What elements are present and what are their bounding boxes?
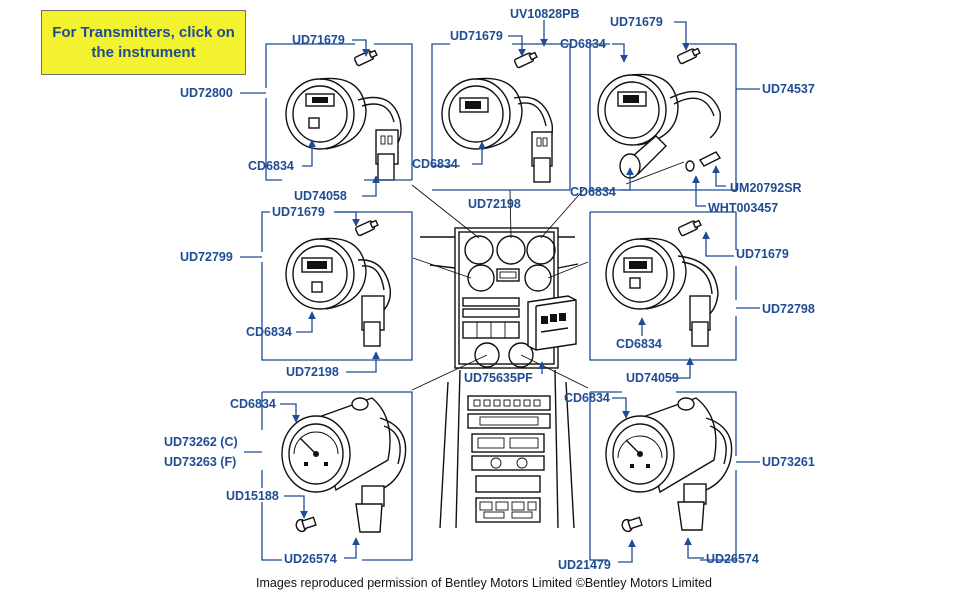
gauge-ud72800[interactable] — [285, 77, 402, 181]
bulb-holder-icon — [677, 219, 702, 237]
center-console-drawing — [420, 227, 579, 529]
part-label-wht003457[interactable]: WHT003457 — [708, 201, 778, 215]
part-label-ud21479[interactable]: UD21479 — [558, 558, 611, 572]
part-label-cd6834[interactable]: CD6834 — [616, 337, 662, 351]
part-label-ud72198[interactable]: UD72198 — [286, 365, 339, 379]
label-arrows — [280, 20, 734, 563]
part-label-cd6834[interactable]: CD6834 — [560, 37, 606, 51]
part-label-ud74059[interactable]: UD74059 — [626, 371, 679, 385]
gauge-ud72799[interactable] — [285, 237, 392, 347]
part-label-ud73262[interactable]: UD73262 (C) — [164, 435, 238, 449]
gauge-ud72798[interactable] — [605, 237, 719, 347]
bulb-icon — [295, 516, 317, 533]
part-label-ud73261[interactable]: UD73261 — [762, 455, 815, 469]
part-label-cd6834[interactable]: CD6834 — [570, 185, 616, 199]
part-label-ud71679[interactable]: UD71679 — [450, 29, 503, 43]
part-label-cd6834[interactable]: CD6834 — [246, 325, 292, 339]
part-label-ud72798[interactable]: UD72798 — [762, 302, 815, 316]
part-label-cd6834[interactable]: CD6834 — [564, 391, 610, 405]
part-label-ud26574[interactable]: UD26574 — [706, 552, 759, 566]
gauge-ud74537[interactable] — [597, 73, 721, 179]
gauge-ud73261[interactable] — [605, 397, 733, 531]
bulb-holder-icon — [676, 47, 701, 65]
bulb-holder-icon — [513, 51, 538, 69]
part-label-ud26574[interactable]: UD26574 — [284, 552, 337, 566]
part-labels: UD71679 UD72800 CD6834 UD74058 UV10828PB… — [164, 7, 815, 572]
part-label-ud71679[interactable]: UD71679 — [610, 15, 663, 29]
part-label-ud75635pf[interactable]: UD75635PF — [464, 371, 533, 385]
transmitters-notice[interactable]: For Transmitters, click on the instrumen… — [41, 10, 246, 75]
part-label-ud73263[interactable]: UD73263 (F) — [164, 455, 236, 469]
part-label-ud74537[interactable]: UD74537 — [762, 82, 815, 96]
clock-module — [527, 295, 577, 351]
part-label-ud71679[interactable]: UD71679 — [292, 33, 345, 47]
part-label-ud71679[interactable]: UD71679 — [736, 247, 789, 261]
part-label-cd6834[interactable]: CD6834 — [412, 157, 458, 171]
part-label-um20792sr[interactable]: UM20792SR — [730, 181, 802, 195]
part-label-ud72800[interactable]: UD72800 — [180, 86, 233, 100]
bulb-icon — [621, 516, 643, 533]
part-label-ud72198[interactable]: UD72198 — [468, 197, 521, 211]
part-label-ud15188[interactable]: UD15188 — [226, 489, 279, 503]
part-label-uv10828pb[interactable]: UV10828PB — [510, 7, 580, 21]
bulb-holder-icon — [354, 219, 379, 237]
part-label-ud72799[interactable]: UD72799 — [180, 250, 233, 264]
part-label-ud74058[interactable]: UD74058 — [294, 189, 347, 203]
part-label-cd6834[interactable]: CD6834 — [248, 159, 294, 173]
copyright-footer: Images reproduced permission of Bentley … — [256, 576, 712, 590]
screw-icon — [685, 151, 722, 172]
callout-boxes — [261, 43, 737, 561]
gauge-ud72198-top[interactable] — [441, 77, 554, 183]
label-ticks — [240, 88, 760, 463]
console-pointer-lines — [411, 184, 589, 391]
part-label-cd6834[interactable]: CD6834 — [230, 397, 276, 411]
part-label-ud71679[interactable]: UD71679 — [272, 205, 325, 219]
gauge-ud73262[interactable] — [281, 397, 407, 533]
